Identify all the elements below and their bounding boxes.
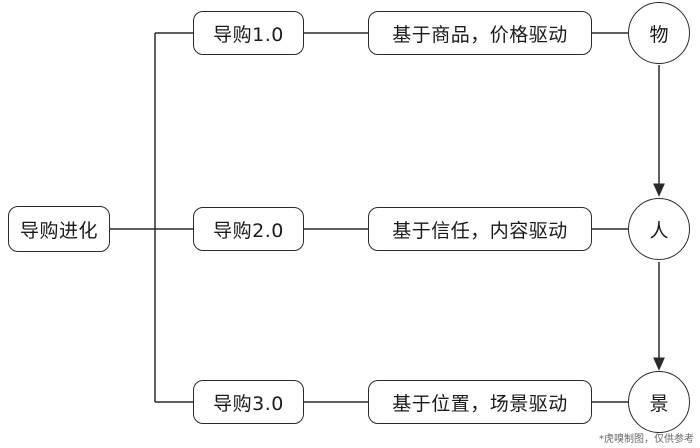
outcome-circle-3-label: 景 xyxy=(649,392,669,415)
desc-node-1-label: 基于商品，价格驱动 xyxy=(392,23,568,46)
root-node: 导购进化 xyxy=(8,206,110,252)
desc-node-2-label: 基于信任，内容驱动 xyxy=(392,219,568,242)
desc-node-2: 基于信任，内容驱动 xyxy=(368,207,592,251)
stage-node-1-label: 导购1.0 xyxy=(213,23,284,46)
desc-node-3: 基于位置，场景驱动 xyxy=(368,380,592,424)
outcome-circle-3: 景 xyxy=(628,371,690,433)
desc-node-1: 基于商品，价格驱动 xyxy=(368,11,592,55)
footnote: *虎嗅制图，仅供参考 xyxy=(599,434,694,445)
stage-node-3-label: 导购3.0 xyxy=(213,392,284,415)
stage-node-2-label: 导购2.0 xyxy=(213,219,284,242)
outcome-circle-1-label: 物 xyxy=(649,23,669,46)
root-node-label: 导购进化 xyxy=(19,219,98,242)
desc-node-3-label: 基于位置，场景驱动 xyxy=(392,392,568,415)
stage-node-1: 导购1.0 xyxy=(193,11,304,55)
outcome-circle-2: 人 xyxy=(628,198,690,260)
outcome-circle-1: 物 xyxy=(628,2,690,64)
outcome-circle-2-label: 人 xyxy=(649,219,669,242)
stage-node-2: 导购2.0 xyxy=(193,207,304,251)
stage-node-3: 导购3.0 xyxy=(193,380,304,424)
